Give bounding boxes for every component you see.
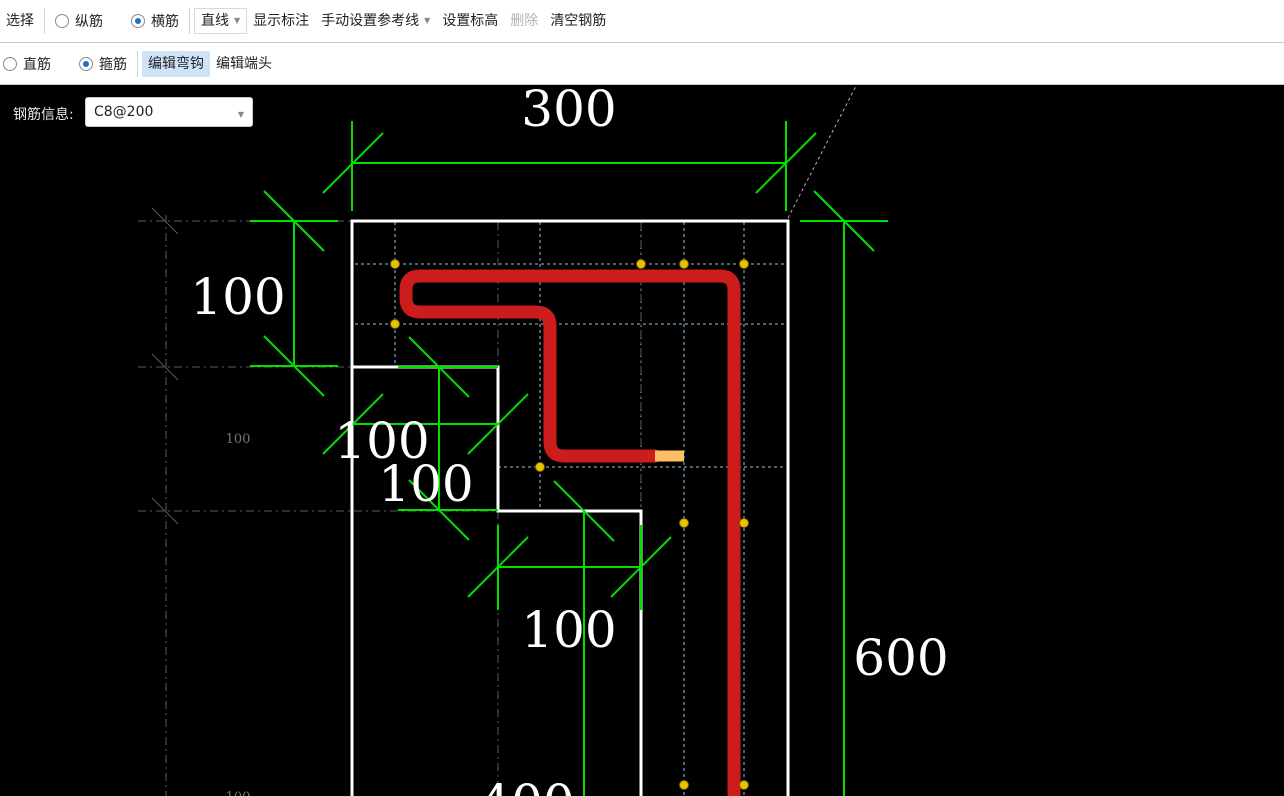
- set-elevation-button[interactable]: 设置标高: [442, 13, 499, 29]
- delete-button[interactable]: 删除: [510, 13, 539, 29]
- rebar-info-value: C8@200: [94, 104, 154, 120]
- dim-bottom-width: 400: [479, 774, 574, 796]
- manual-reference-dropdown[interactable]: 手动设置参考线 ▼: [315, 8, 436, 34]
- diagonal-guide: [787, 85, 857, 219]
- line-mode-dropdown[interactable]: 直线 ▼: [194, 8, 248, 34]
- radio-off-icon: [3, 56, 17, 71]
- radio-on-icon: [131, 14, 145, 28]
- toolbar-separator: [137, 50, 138, 77]
- radio-stirrup-label: 箍筋: [99, 56, 127, 73]
- radio-longitudinal[interactable]: 纵筋: [49, 8, 109, 34]
- dim-step1-width: 100: [378, 455, 473, 513]
- toolbar-separator: [44, 8, 45, 34]
- reference-points[interactable]: [390, 259, 749, 790]
- radio-on-icon: [79, 56, 93, 71]
- caret-down-icon: ▼: [237, 110, 244, 119]
- dim-side-small-1: 100: [226, 432, 251, 447]
- rebar-info-label: 钢筋信息:: [13, 107, 74, 123]
- section-outline: [350, 219, 790, 796]
- radio-longitudinal-label: 纵筋: [75, 14, 103, 30]
- rebar-info-select[interactable]: C8@200 ▼: [85, 97, 253, 127]
- radio-off-icon: [55, 14, 69, 28]
- dim-step2-width: 100: [521, 601, 616, 659]
- edit-end-button[interactable]: 编辑端头: [216, 55, 272, 72]
- caret-down-icon: ▼: [234, 16, 241, 25]
- dimension-lines: [250, 121, 888, 796]
- line-mode-label: 直线: [201, 13, 229, 29]
- main-toolbar: 选择 纵筋 横筋 直线 ▼ 显示标注 手动设置参考线 ▼ 设置标高 删除 清空钢…: [0, 0, 1284, 43]
- edit-hook-button[interactable]: 编辑弯钩: [142, 50, 210, 77]
- radio-straight-label: 直筋: [23, 56, 51, 73]
- radio-straight[interactable]: 直筋: [0, 51, 57, 77]
- tick-marks-gray: [151, 207, 179, 525]
- drawing-canvas[interactable]: 300 100 100 100 100 600 400 100 100: [0, 85, 1284, 796]
- dim-step1-height: 100: [334, 412, 429, 470]
- radio-stirrup[interactable]: 箍筋: [73, 51, 133, 77]
- radio-transverse[interactable]: 横筋: [125, 8, 185, 34]
- dim-top-width: 300: [521, 85, 616, 138]
- show-dimensions-button[interactable]: 显示标注: [253, 13, 310, 29]
- radio-transverse-label: 横筋: [151, 14, 179, 30]
- select-button[interactable]: 选择: [6, 13, 34, 29]
- sub-toolbar: 直筋 箍筋 编辑弯钩 编辑端头: [0, 43, 1284, 85]
- toolbar-separator: [189, 8, 190, 34]
- dimension-texts: 300 100 100 100 100 600 400 100 100: [190, 85, 948, 796]
- dim-right-height: 600: [853, 629, 948, 687]
- dim-side-small-2: 100: [226, 790, 251, 796]
- dim-left-top-height: 100: [190, 268, 285, 326]
- clear-rebar-button[interactable]: 清空钢筋: [550, 13, 607, 29]
- rebar-path[interactable]: [399, 269, 741, 796]
- manual-reference-label: 手动设置参考线: [321, 13, 420, 29]
- caret-down-icon: ▼: [424, 16, 431, 25]
